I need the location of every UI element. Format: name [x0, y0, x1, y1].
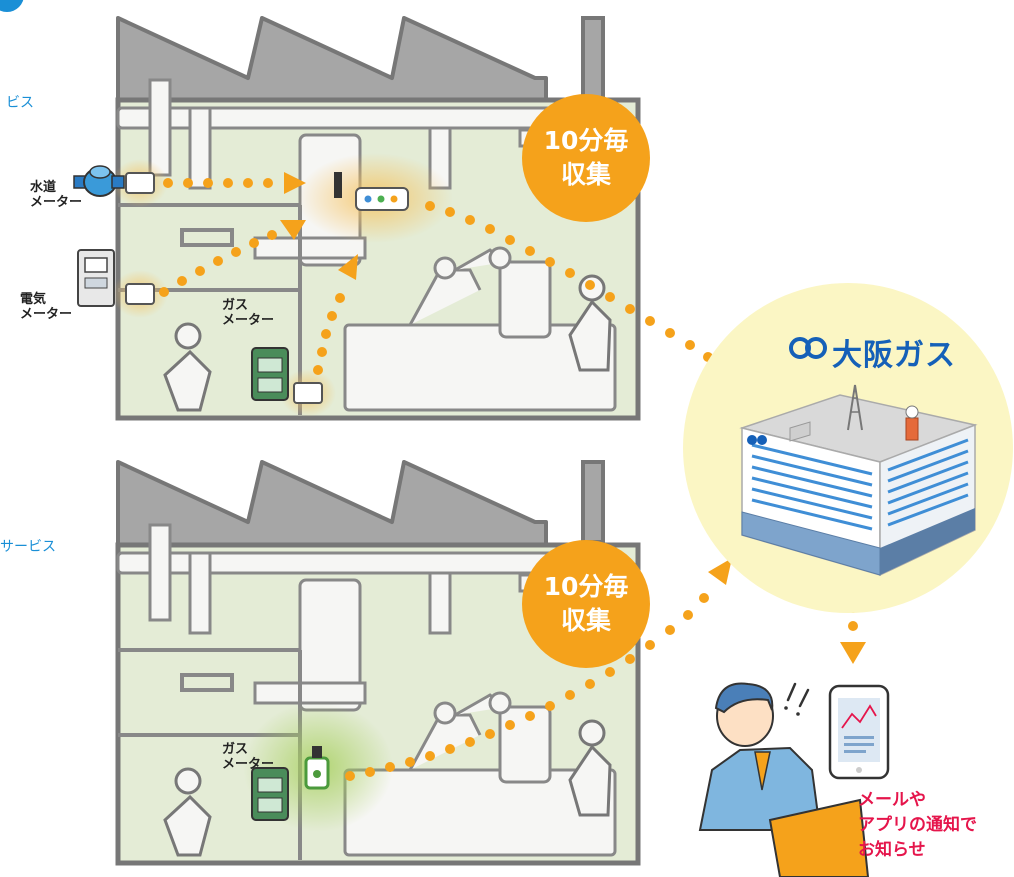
transmitter-electric — [125, 283, 155, 305]
service-label-bottom: サービス — [0, 539, 56, 555]
transmitter-gas-top — [293, 382, 323, 404]
transmitter-gas-bottom — [304, 746, 330, 790]
water-meter-icon — [73, 165, 125, 197]
company-building — [683, 283, 1013, 613]
badge-top-line1: 10分毎 — [543, 126, 629, 155]
notification-line3: お知らせ — [858, 840, 926, 860]
notification-line1: メールや — [858, 790, 926, 810]
collection-badge-bottom: 10分毎 収集 — [522, 540, 650, 668]
company-logo-text: 大阪ガス — [832, 338, 956, 373]
smartphone-icon — [828, 684, 890, 780]
water-meter-label: 水道 メーター — [30, 180, 82, 210]
transmitter-water — [125, 172, 155, 194]
gas-meter-icon-bottom — [251, 767, 289, 821]
gas-meter-label-bottom-line1: ガス — [222, 742, 249, 757]
water-meter-label-line2: メーター — [30, 195, 83, 210]
gas-meter-label-top: ガス メーター — [222, 298, 274, 328]
gas-meter-label-bottom-line2: メーター — [222, 757, 275, 772]
badge-bottom-line2: 収集 — [560, 606, 611, 635]
collection-badge-top: 10分毎 収集 — [522, 94, 650, 222]
water-meter-label-line1: 水道 — [30, 180, 57, 195]
electric-meter-icon — [77, 249, 115, 307]
user-illustration — [698, 682, 870, 877]
badge-bottom-line1: 10分毎 — [543, 572, 629, 601]
badge-top-line2: 収集 — [560, 160, 611, 189]
electric-meter-label-line2: メーター — [20, 307, 73, 322]
gas-meter-label-top-line2: メーター — [222, 313, 275, 328]
electric-meter-label: 電気 メーター — [20, 292, 72, 322]
notification-line2: アプリの通知で — [858, 815, 977, 835]
notification-text: メールや アプリの通知で お知らせ — [858, 788, 977, 863]
router-icon — [334, 172, 409, 211]
service-label-top: ビス — [6, 95, 34, 111]
gas-meter-icon-top — [251, 347, 289, 401]
gas-meter-label-top-line1: ガス — [222, 298, 249, 313]
electric-meter-label-line1: 電気 — [20, 292, 47, 307]
brand-mark-icon — [789, 337, 827, 359]
gas-meter-label-bottom: ガス メーター — [222, 742, 274, 772]
